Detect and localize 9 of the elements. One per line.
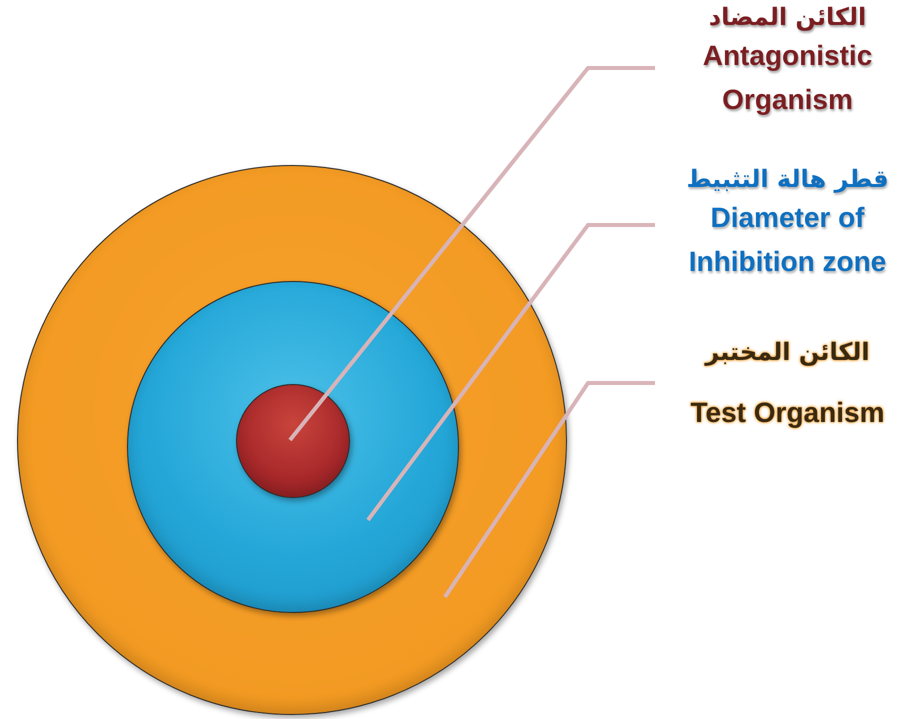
- leader-line: [288, 66, 655, 442]
- arabic-label: الكائن المختبر: [705, 337, 870, 368]
- english-label: Diameter of Inhibition zone: [688, 201, 888, 279]
- leader-line: [443, 381, 655, 598]
- arabic-label: قطر هالة التثبيط: [686, 164, 889, 195]
- leader-line: [366, 223, 655, 522]
- english-label: Antagonistic Organism: [702, 39, 874, 117]
- arabic-label: الكائن المضاد: [708, 2, 866, 33]
- english-label: Test Organism: [690, 396, 884, 430]
